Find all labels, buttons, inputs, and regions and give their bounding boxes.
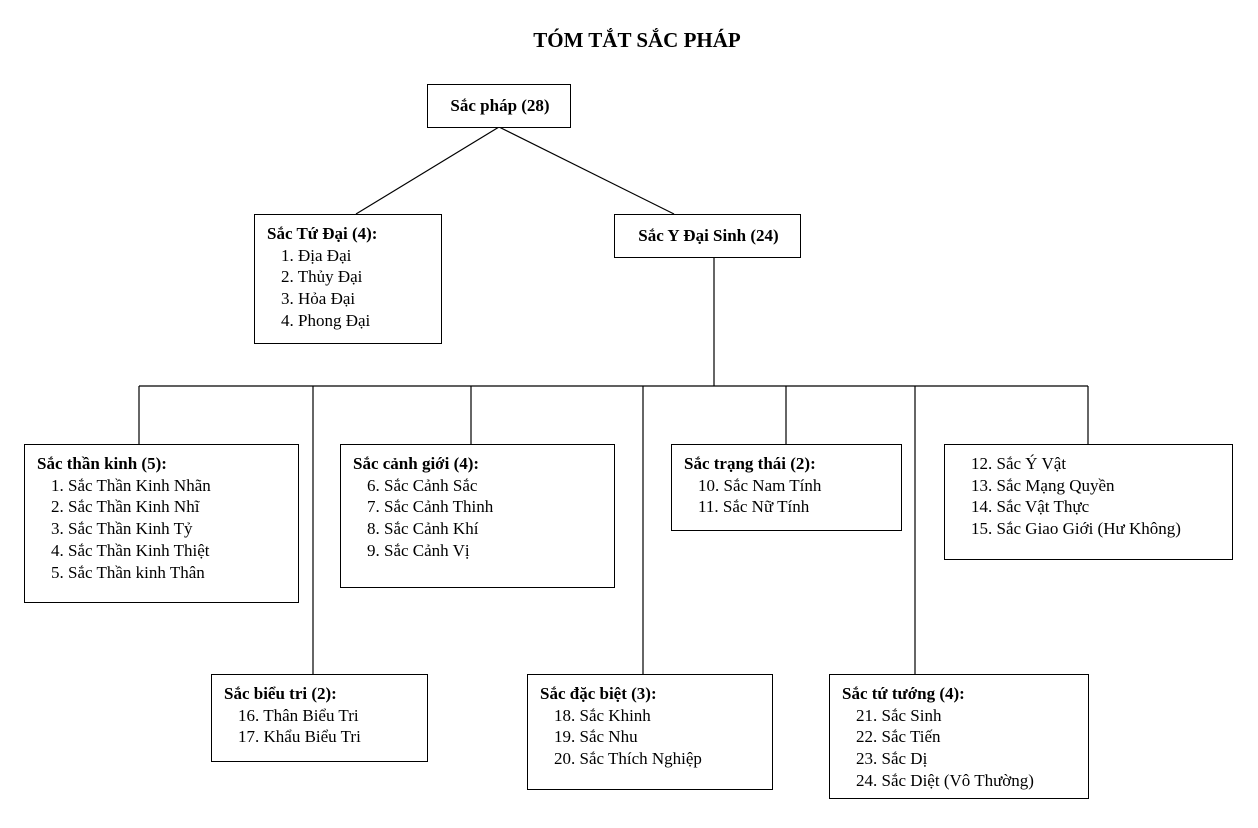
list-item: 9. Sắc Cảnh Vị <box>367 540 470 560</box>
list-item: 5. Sắc Thần kinh Thân <box>51 562 205 582</box>
node-heading: Sắc đặc biệt (3): <box>540 684 657 703</box>
list-item: 13. Sắc Mạng Quyền <box>971 475 1115 495</box>
list-item: 14. Sắc Vật Thực <box>971 497 1090 517</box>
list-item: 2. Sắc Thần Kinh Nhĩ <box>51 497 200 517</box>
node-sac-y-dai-sinh: Sắc Y Đại Sinh (24) <box>614 214 801 258</box>
node-sac-trang-thai: Sắc trạng thái (2): 10. Sắc Nam Tính 11.… <box>671 444 902 531</box>
list-item: 16. Thân Biểu Tri <box>238 705 359 725</box>
list-item: 19. Sắc Nhu <box>554 727 638 747</box>
node-sac-phap: Sắc pháp (28) <box>427 84 571 128</box>
connector-root-to-y-dai-sinh <box>498 126 675 215</box>
node-heading: Sắc thần kinh (5): <box>37 454 167 473</box>
list-item: 4. Sắc Thần Kinh Thiệt <box>51 540 210 560</box>
list-item: 2. Thủy Đại <box>281 267 363 287</box>
list-item: 23. Sắc Dị <box>856 749 928 769</box>
node-heading: Sắc Tứ Đại (4): <box>267 224 378 243</box>
list-item: 11. Sắc Nữ Tính <box>698 497 810 517</box>
node-sac-tu-dai: Sắc Tứ Đại (4): 1. Địa Đại 2. Thủy Đại 3… <box>254 214 442 344</box>
list-item: 18. Sắc Khinh <box>554 705 651 725</box>
list-item: 12. Sắc Ý Vật <box>971 454 1067 473</box>
list-item: 3. Sắc Thần Kinh Tỷ <box>51 519 193 539</box>
node-sac-bieu-tri: Sắc biểu tri (2): 16. Thân Biểu Tri 17. … <box>211 674 428 762</box>
page-title: TÓM TẮT SẮC PHÁP <box>533 28 741 52</box>
node-sac-phap-label: Sắc pháp (28) <box>450 96 550 115</box>
node-heading: Sắc trạng thái (2): <box>684 454 816 473</box>
node-sac-tu-tuong: Sắc tứ tướng (4): 21. Sắc Sinh 22. Sắc T… <box>829 674 1089 799</box>
node-sac-than-kinh: Sắc thần kinh (5): 1. Sắc Thần Kinh Nhãn… <box>24 444 299 603</box>
node-sac-canh-gioi: Sắc cảnh giới (4): 6. Sắc Cảnh Sắc 7. Sắ… <box>340 444 615 588</box>
node-sac-y-dai-sinh-label: Sắc Y Đại Sinh (24) <box>638 226 779 245</box>
list-item: 1. Địa Đại <box>281 245 352 265</box>
list-item: 22. Sắc Tiến <box>856 727 941 747</box>
list-item: 4. Phong Đại <box>281 310 371 330</box>
list-item: 7. Sắc Cảnh Thinh <box>367 497 494 517</box>
list-item: 24. Sắc Diệt (Vô Thường) <box>856 770 1034 790</box>
list-item: 3. Hỏa Đại <box>281 289 356 309</box>
node-heading: Sắc cảnh giới (4): <box>353 454 480 473</box>
list-item: 6. Sắc Cảnh Sắc <box>367 475 478 495</box>
node-heading: Sắc biểu tri (2): <box>224 684 337 703</box>
list-item: 15. Sắc Giao Giới (Hư Không) <box>971 519 1181 539</box>
list-item: 1. Sắc Thần Kinh Nhãn <box>51 475 211 495</box>
node-sac-dac-biet: Sắc đặc biệt (3): 18. Sắc Khinh 19. Sắc … <box>527 674 773 790</box>
node-heading: Sắc tứ tướng (4): <box>842 684 965 703</box>
connector-root-to-tu-dai <box>355 126 500 215</box>
list-item: 8. Sắc Cảnh Khí <box>367 519 479 539</box>
list-item: 10. Sắc Nam Tính <box>698 475 822 495</box>
list-item: 17. Khẩu Biểu Tri <box>238 727 361 747</box>
list-item: 20. Sắc Thích Nghiệp <box>554 749 702 769</box>
node-sac-other-group: 12. Sắc Ý Vật 13. Sắc Mạng Quyền 14. Sắc… <box>944 444 1233 560</box>
list-item: 21. Sắc Sinh <box>856 705 942 725</box>
